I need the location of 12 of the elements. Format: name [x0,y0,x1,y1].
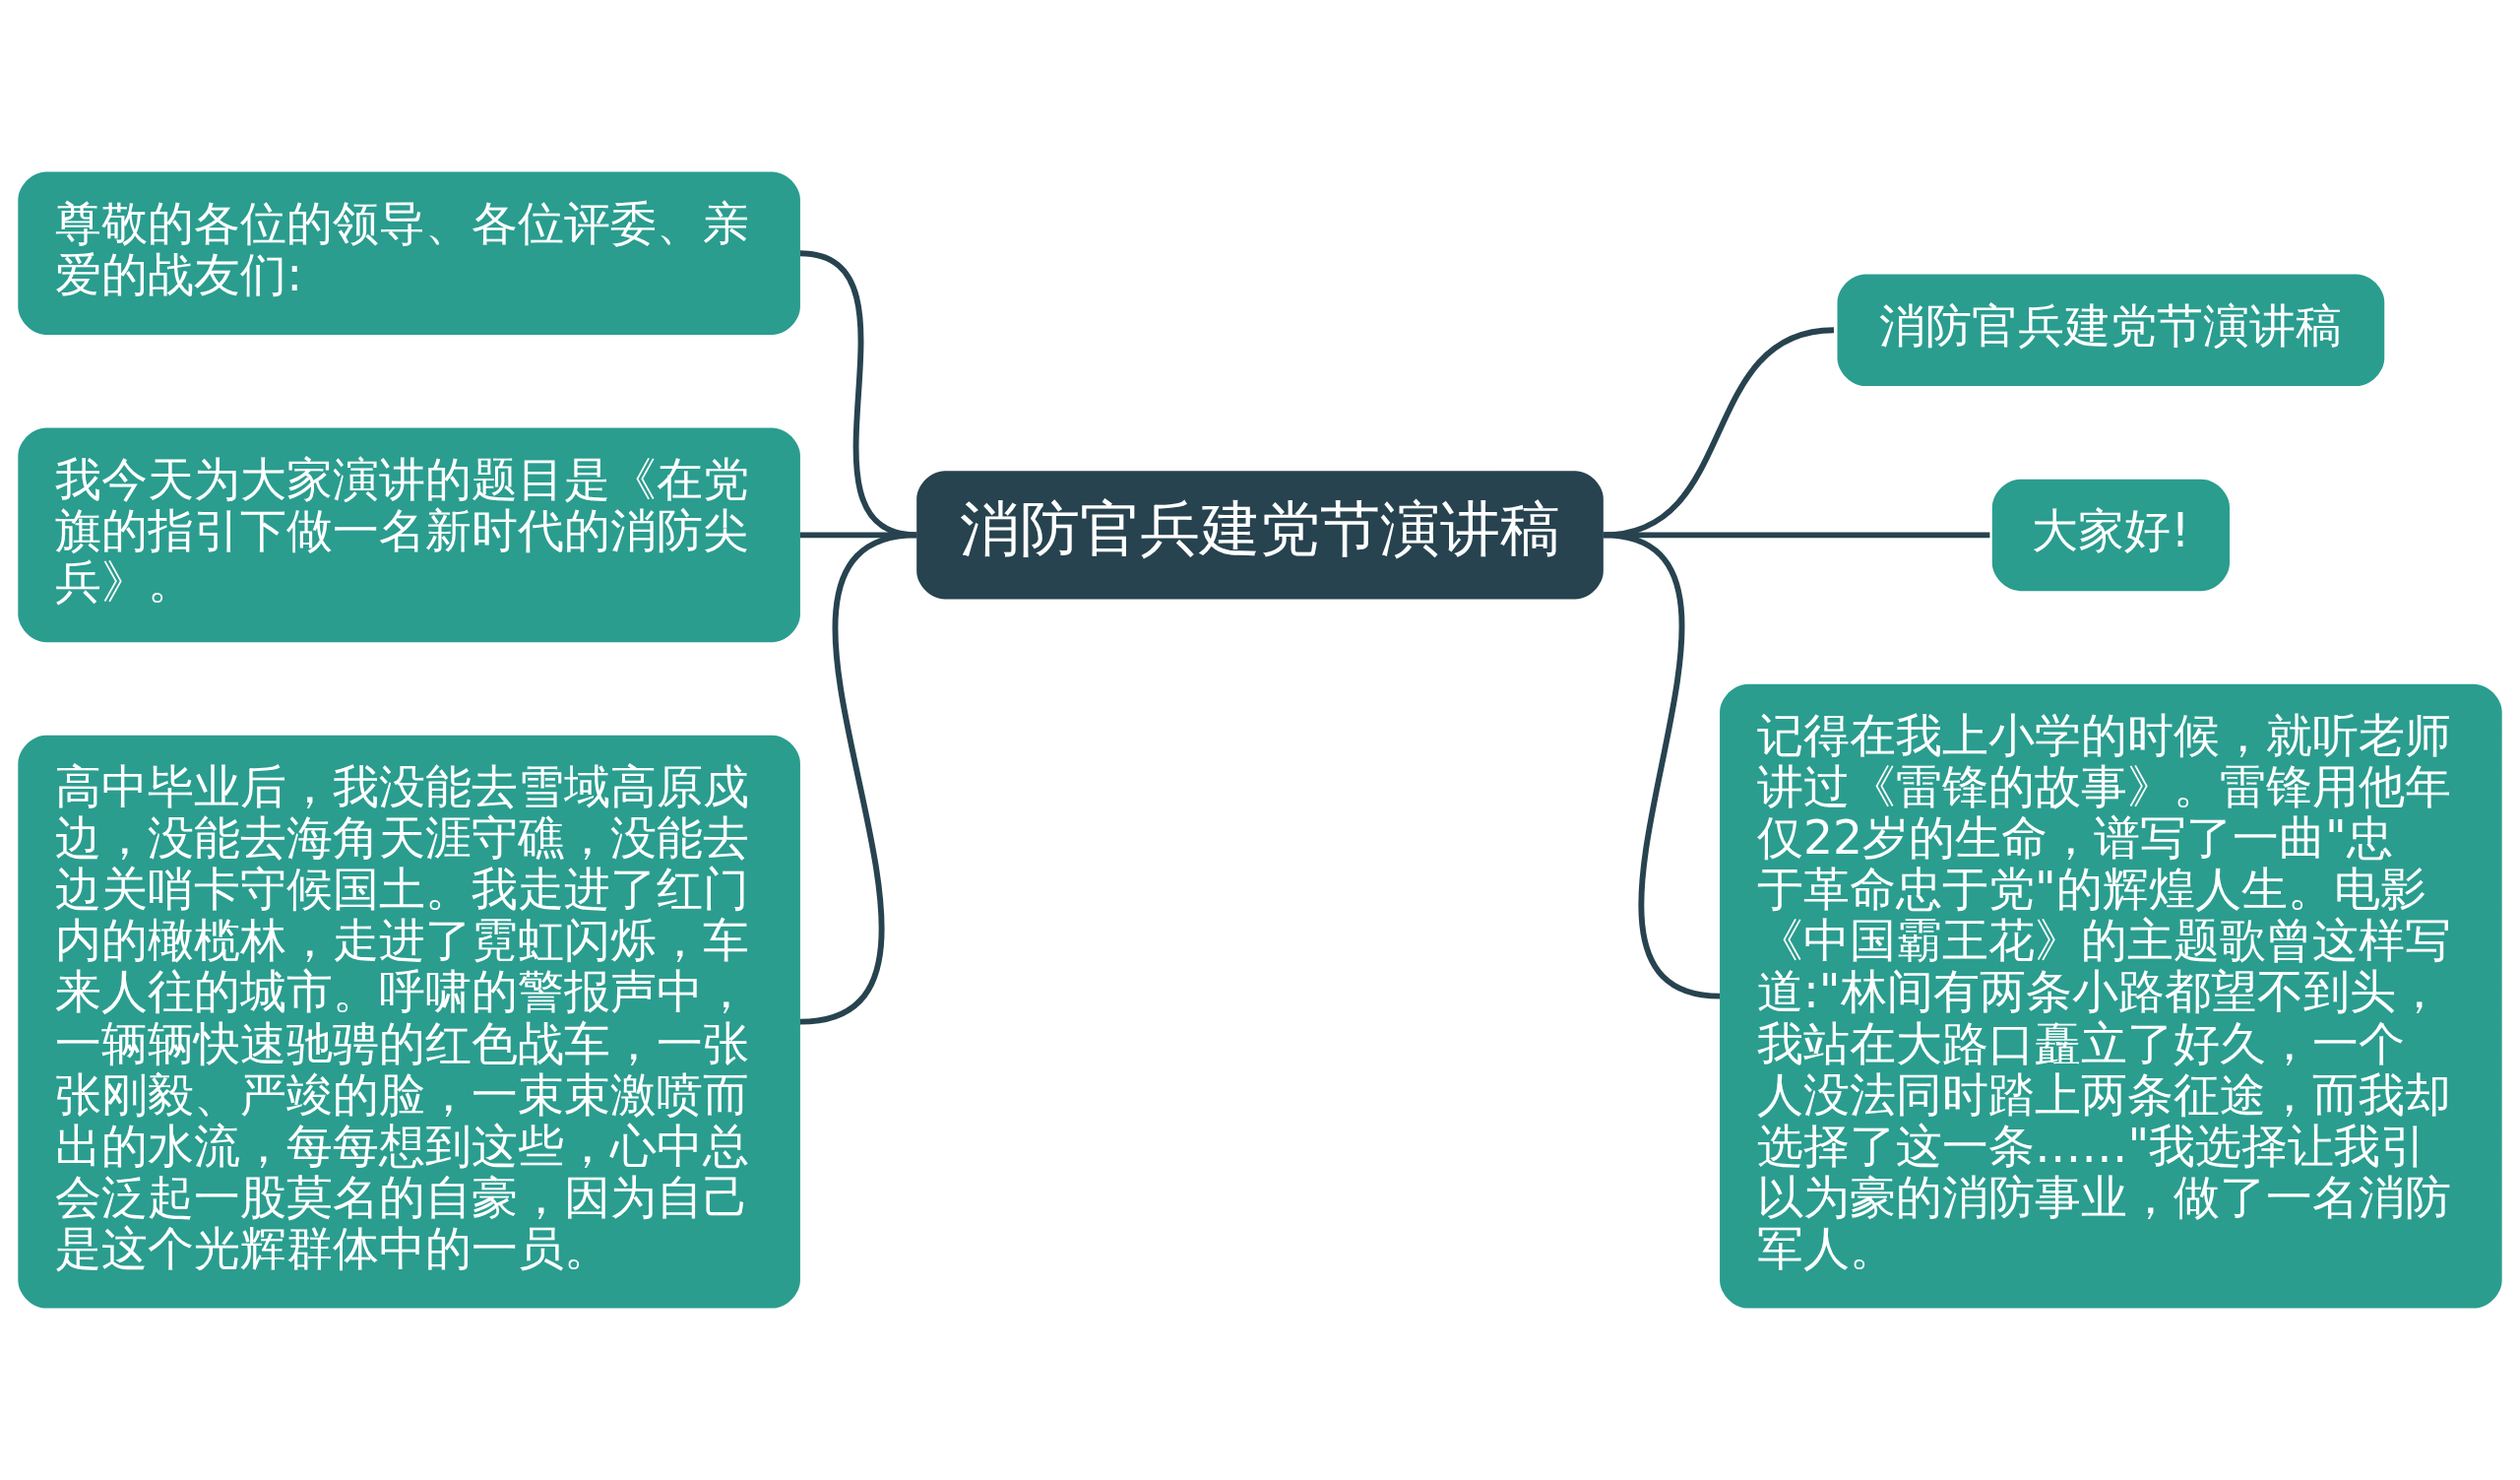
connector [1603,532,1721,999]
node-box: 消防官兵建党节演讲稿 [1837,274,2385,387]
connector [799,532,917,1025]
connector [799,532,917,539]
node-box: 我今天为大家演讲的题目是《在党旗的指引下做一名新时代的消防尖兵》。 [18,427,800,643]
node-box: 尊敬的各位的领导、各位评委、亲爱的战友们: [18,171,800,335]
node-box: 消防官兵建党节演讲稿 [916,471,1604,600]
node-box: 记得在我上小学的时候，就听老师讲过《雷锋的故事》。雷锋用他年仅22岁的生命，谱写了一曲"忠于革命忠于党"的辉煌人生。电影《中国霸王花》的主题歌曾这样写道:"林间有两条小路都望不到头，我站在大路口矗立了好久，一个人没法同时踏上两条征途，而我却选择了这一条……"我选择让我引以为豪的消防事业，做了一名消防军人。 [1720,683,2502,1309]
connector [1603,532,1990,539]
node-box: 大家好! [1991,479,2230,592]
node-box: 高中毕业后，我没能去雪域高原戍边，没能去海角天涯守礁，没能去边关哨卡守候国土。我走进了红门内的橄榄林，走进了霓虹闪烁，车来人往的城市。呼啸的警报声中，一辆辆快速驰骋的红色战车，一张张刚毅、严竣的脸，一束束激喷而出的水流，每每想到这些，心中总会泛起一股莫名的自豪，因为自己是这个光辉群体中的一员。 [18,735,800,1309]
connector [799,250,917,539]
